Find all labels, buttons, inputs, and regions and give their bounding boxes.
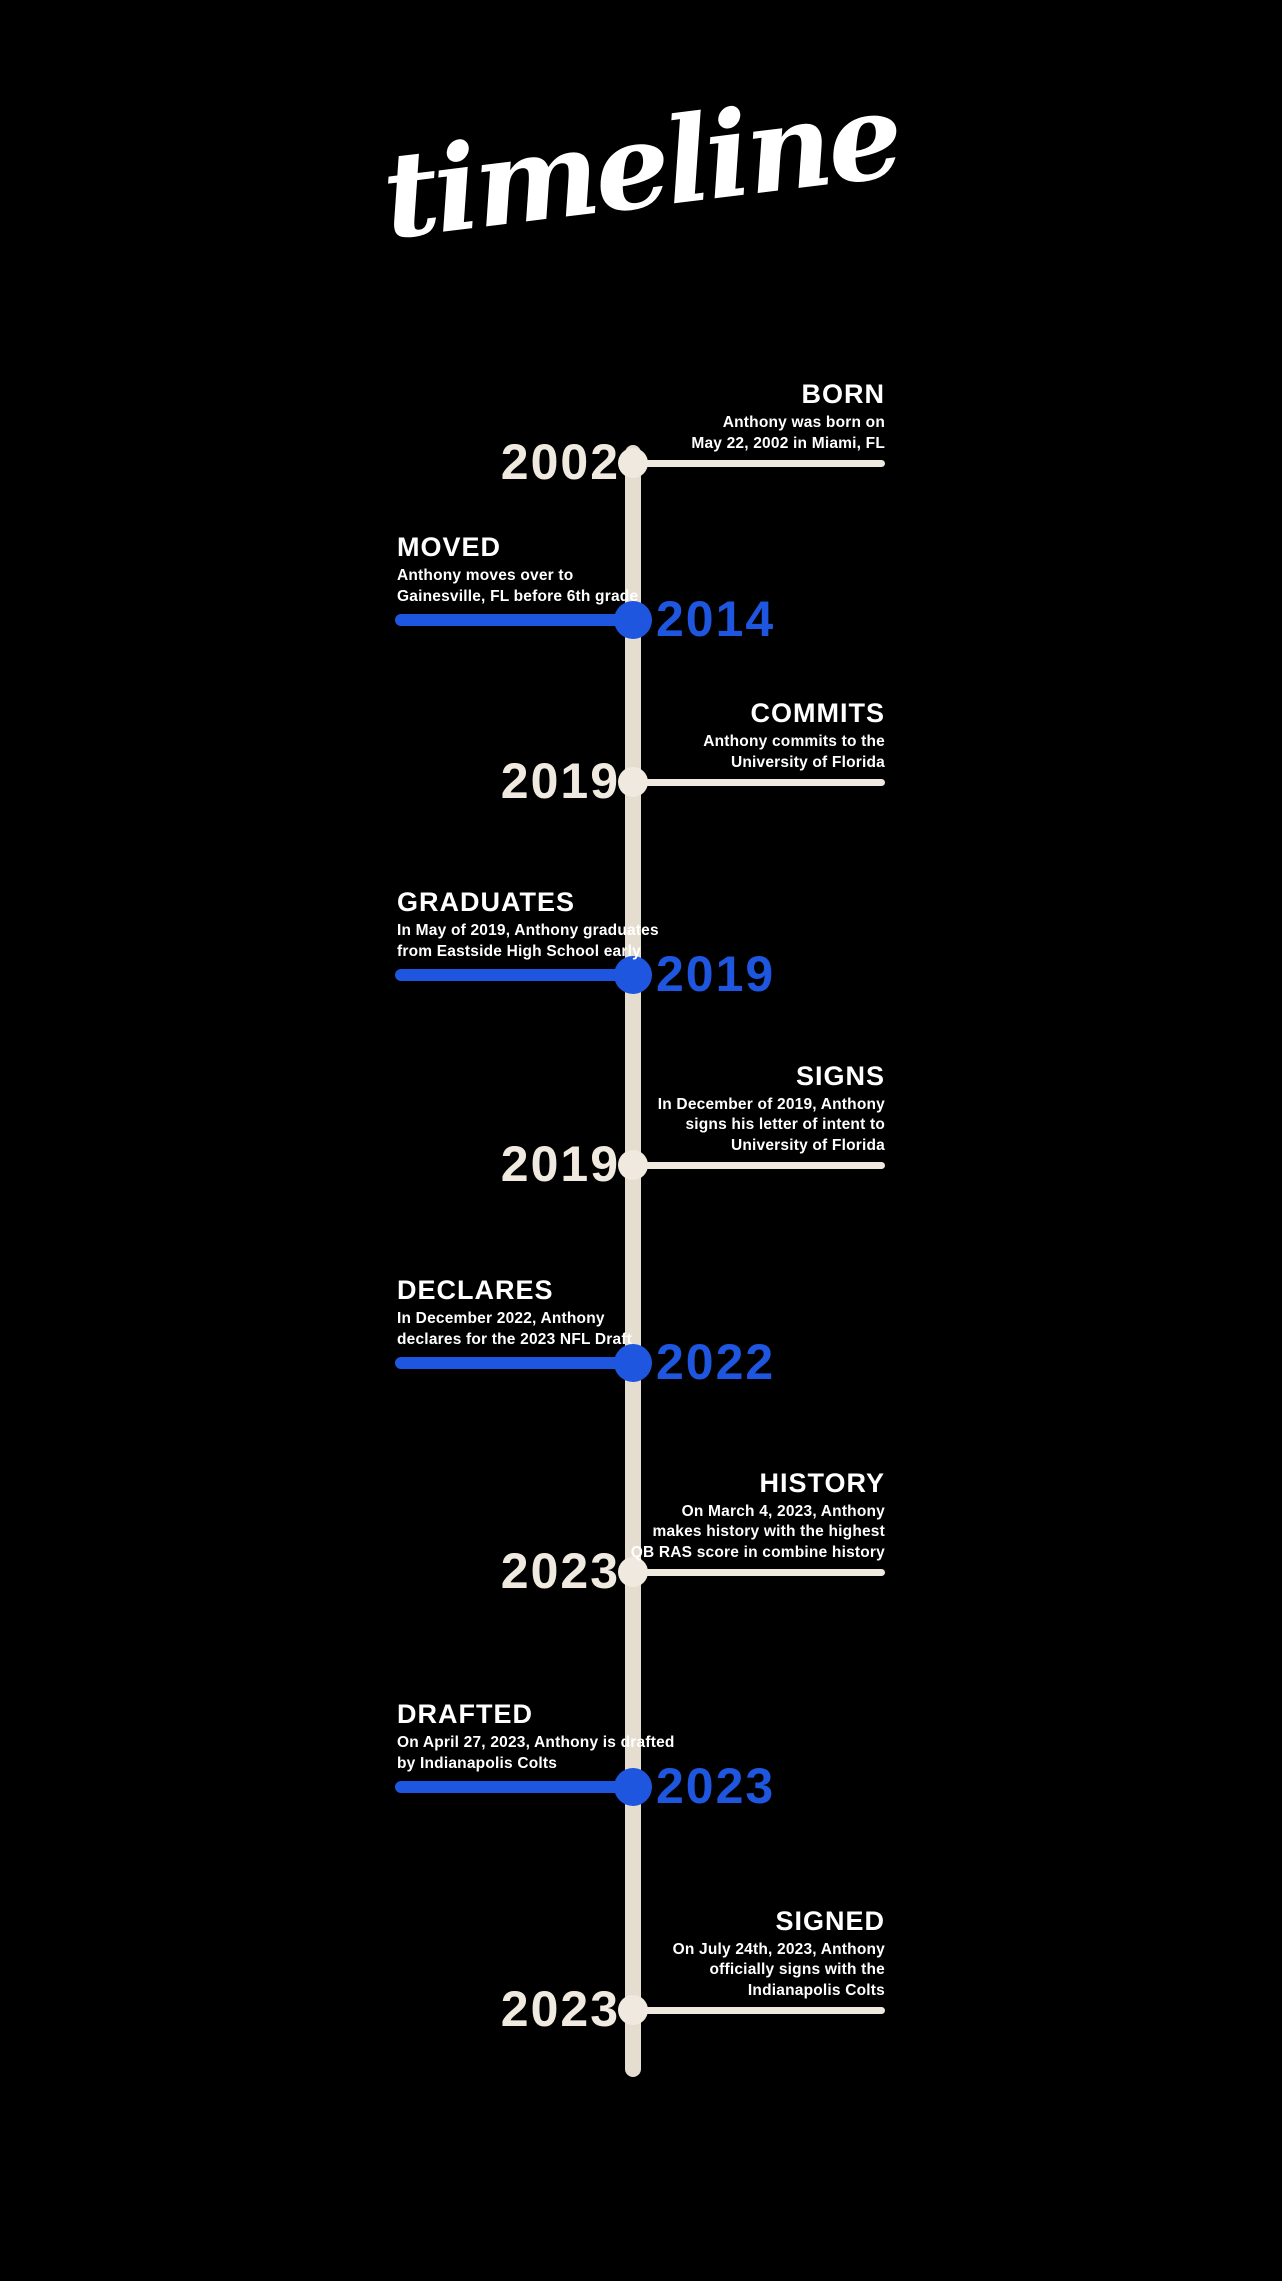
entry-year: 2019	[656, 946, 776, 1002]
entry-line: Anthony was born on	[722, 414, 885, 432]
entry-year: 2023	[500, 1981, 620, 2037]
entry-line: In December of 2019, Anthony	[657, 1095, 885, 1113]
entry-line: May 22, 2002 in Miami, FL	[691, 434, 885, 452]
entry-line: University of Florida	[730, 753, 885, 771]
entry-line: On March 4, 2023, Anthony	[681, 1502, 885, 1520]
timeline-dot	[618, 1557, 648, 1587]
connector-line	[633, 779, 885, 786]
entry-line: by Indianapolis Colts	[397, 1754, 558, 1772]
entry-line: Anthony moves over to	[397, 567, 574, 585]
connector-line	[633, 1569, 885, 1576]
connector-line	[633, 1162, 885, 1169]
entry-heading: DRAFTED	[397, 1699, 533, 1730]
connector-line	[633, 460, 885, 467]
entry-text-block: DECLARES In December 2022, Anthony decla…	[397, 1275, 727, 1350]
entry-heading: GRADUATES	[397, 887, 576, 918]
timeline-vertical-bar	[625, 445, 641, 2077]
timeline-dot	[614, 1344, 652, 1382]
entry-line: In May of 2019, Anthony graduates	[397, 922, 659, 940]
timeline-dot	[618, 1150, 648, 1180]
entry-heading: MOVED	[397, 532, 502, 563]
timeline-dot	[618, 448, 648, 478]
entry-year: 2022	[656, 1334, 776, 1390]
connector-line	[395, 614, 648, 626]
entry-text-block: BORN Anthony was born on May 22, 2002 in…	[555, 379, 885, 454]
entry-year: 2014	[656, 591, 776, 647]
page-title: timeline	[0, 65, 1282, 266]
entry-year: 2002	[500, 434, 620, 490]
timeline-dot	[614, 1768, 652, 1806]
connector-line	[395, 969, 648, 981]
timeline-dot	[614, 956, 652, 994]
entry-text-block: DRAFTED On April 27, 2023, Anthony is dr…	[397, 1699, 727, 1774]
entry-line: University of Florida	[730, 1136, 885, 1154]
entry-text-block: HISTORY On March 4, 2023, Anthony makes …	[555, 1468, 885, 1563]
entry-text-block: COMMITS Anthony commits to the Universit…	[555, 698, 885, 773]
entry-heading: SIGNED	[775, 1905, 885, 1936]
timeline-dot	[618, 1995, 648, 2025]
entry-heading: SIGNS	[795, 1060, 885, 1091]
entry-text-block: MOVED Anthony moves over to Gainesville,…	[397, 532, 727, 607]
entry-line: In December 2022, Anthony	[397, 1310, 605, 1328]
entry-line: Indianapolis Colts	[747, 1981, 885, 1999]
connector-line	[395, 1781, 648, 1793]
entry-heading: BORN	[801, 379, 885, 410]
entry-year: 2019	[500, 1136, 620, 1192]
entry-heading: COMMITS	[750, 698, 885, 729]
entry-line: Gainesville, FL before 6th grade	[397, 587, 639, 605]
entry-year: 2023	[500, 1543, 620, 1599]
entry-line: declares for the 2023 NFL Draft	[397, 1330, 633, 1348]
entry-line: On April 27, 2023, Anthony is drafted	[397, 1734, 675, 1752]
entry-line: On July 24th, 2023, Anthony	[672, 1940, 885, 1958]
entry-line: officially signs with the	[709, 1961, 885, 1979]
entry-line: QB RAS score in combine history	[630, 1543, 885, 1561]
timeline-dot	[614, 601, 652, 639]
entry-text-block: SIGNS In December of 2019, Anthony signs…	[555, 1061, 885, 1156]
entry-heading: HISTORY	[759, 1467, 885, 1498]
entry-line: Anthony commits to the	[703, 733, 885, 751]
entry-text-block: SIGNED On July 24th, 2023, Anthony offic…	[555, 1906, 885, 2001]
entry-line: signs his letter of intent to	[685, 1116, 885, 1134]
timeline-dot	[618, 767, 648, 797]
entry-text-block: GRADUATES In May of 2019, Anthony gradua…	[397, 887, 727, 962]
title-script-text: timeline	[375, 64, 907, 267]
entry-heading: DECLARES	[397, 1275, 554, 1306]
entry-line: from Eastside High School early	[397, 942, 641, 960]
entry-year: 2019	[500, 753, 620, 809]
entry-year: 2023	[656, 1758, 776, 1814]
connector-line	[395, 1357, 648, 1369]
entry-line: makes history with the highest	[652, 1523, 885, 1541]
connector-line	[633, 2007, 885, 2014]
